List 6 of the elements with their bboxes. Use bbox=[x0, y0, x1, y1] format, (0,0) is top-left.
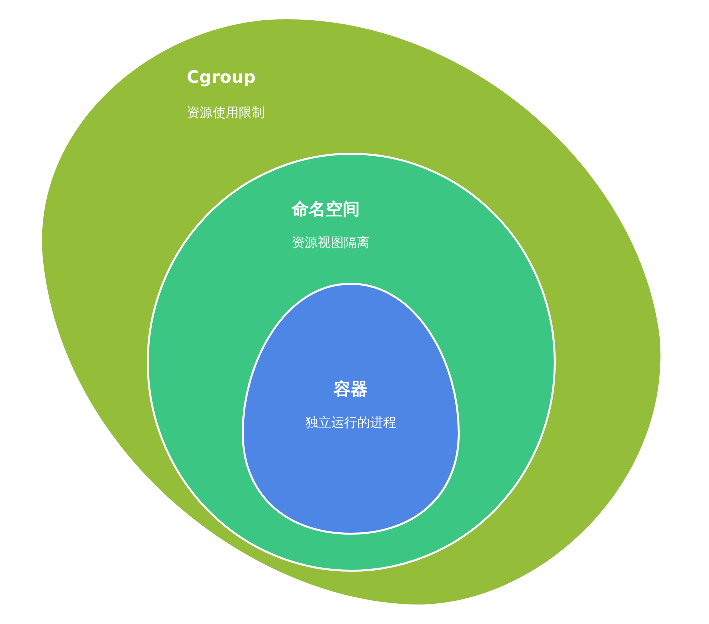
region-title: 命名空间 bbox=[292, 199, 360, 221]
region-title: 容器 bbox=[334, 379, 368, 401]
region-description: 资源视图隔离 bbox=[292, 235, 370, 252]
region-description: 资源使用限制 bbox=[187, 105, 265, 122]
region-title: Cgroup bbox=[187, 68, 256, 88]
region-description: 独立运行的进程 bbox=[306, 415, 396, 432]
